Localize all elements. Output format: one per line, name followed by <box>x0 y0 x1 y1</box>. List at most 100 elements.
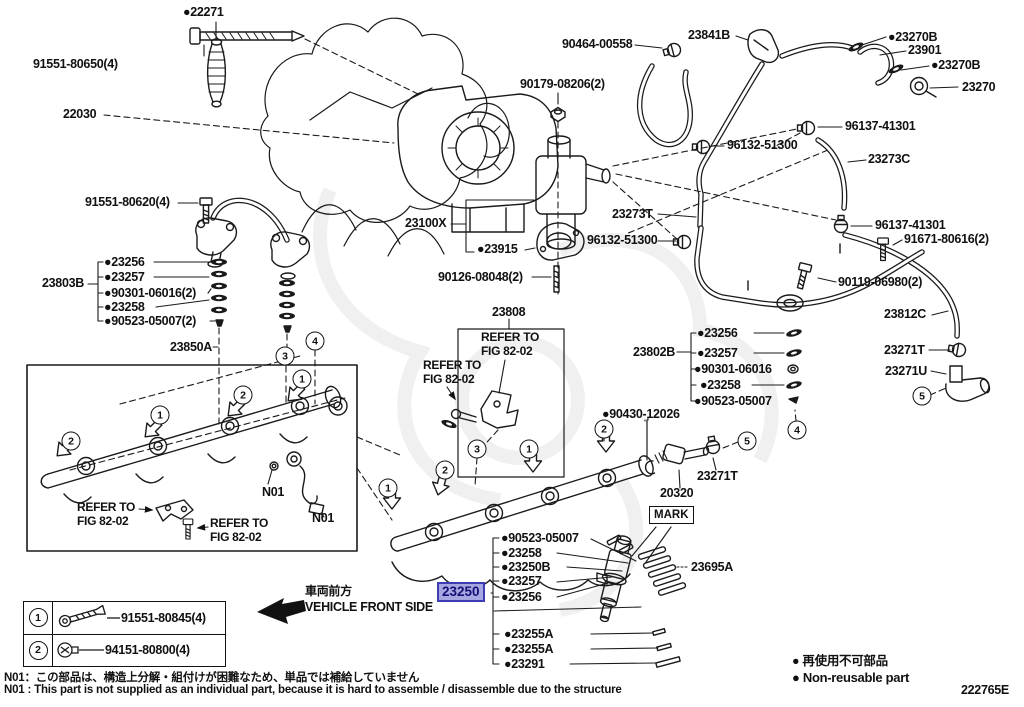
mark-box: MARK <box>649 506 694 524</box>
part-label-91671-80616[interactable]: 91671-80616(2) <box>904 232 989 246</box>
part-label-90126-08048[interactable]: 90126-08048(2) <box>438 270 523 284</box>
part-label-90179-08206[interactable]: 90179-08206(2) <box>520 77 605 91</box>
legend-part-number[interactable]: 91551-80845(4) <box>121 610 206 625</box>
vacuum-hoses-drawing <box>612 29 837 241</box>
doc-code: 222765E <box>961 683 1009 697</box>
callout-1: 1 <box>292 369 312 389</box>
callout-2: 2 <box>233 385 253 405</box>
legend-row-2: 2 94151-80800(4) <box>24 633 225 666</box>
part-label-23291[interactable]: ●23291 <box>504 657 545 671</box>
bolt-icon <box>57 642 104 658</box>
refer-note-1: REFER TO FIG 82-02 <box>481 330 540 358</box>
part-label-23915[interactable]: ●23915 <box>477 242 518 256</box>
part-label-23270[interactable]: 23270 <box>962 80 996 94</box>
engine-outline <box>260 17 510 257</box>
fuel-pipes-right-drawing <box>694 120 991 402</box>
refer-line1: REFER TO <box>481 330 540 344</box>
part-label-96132-51300-2[interactable]: 96132-51300 <box>587 233 658 247</box>
callout-1: 1 <box>150 405 170 425</box>
part-label-22030[interactable]: 22030 <box>63 107 97 121</box>
n01-label-2: N01 <box>312 511 335 525</box>
part-label-23250-item[interactable]: ●23256 <box>501 590 542 604</box>
part-label-91551-80620[interactable]: 91551-80620(4) <box>85 195 170 209</box>
part-label-23273C[interactable]: 23273C <box>868 152 910 166</box>
part-label-23802B-item[interactable]: ●90301-06016 <box>694 362 772 376</box>
throttle-body-drawing <box>103 27 559 233</box>
part-label-22271[interactable]: ●22271 <box>183 5 224 19</box>
part-label-91551-80650[interactable]: 91551-80650(4) <box>33 57 118 71</box>
callout-2: 2 <box>435 460 455 480</box>
delivery-pipe-drawing <box>356 318 654 592</box>
note-jp: N01：この部品は、構造上分解・組付けが困難なため、単品では補給していません <box>4 672 420 684</box>
callout-4: 4 <box>305 331 325 351</box>
part-label-23270B-2[interactable]: ●23270B <box>931 58 981 72</box>
callout-3: 3 <box>467 439 487 459</box>
fuel-hose-23901-drawing <box>779 36 959 98</box>
part-label-23812C[interactable]: 23812C <box>884 307 926 321</box>
callout-2: 2 <box>594 419 614 439</box>
part-label-23803B-item[interactable]: ●23257 <box>104 270 145 284</box>
part-label-23803B[interactable]: 23803B <box>42 276 84 290</box>
part-label-23255A-2[interactable]: ●23255A <box>504 642 554 656</box>
part-label-23273T[interactable]: 23273T <box>612 207 653 221</box>
part-label-23803B-item[interactable]: ●90523-05007(2) <box>104 314 197 328</box>
non-reusable-en: ● Non-reusable part <box>792 670 910 685</box>
n01-label-1: N01 <box>262 485 285 499</box>
part-label-23250-item[interactable]: ●23250B <box>501 560 551 574</box>
part-label-23802B[interactable]: 23802B <box>633 345 675 359</box>
part-label-90119-06980[interactable]: 90119-06980(2) <box>838 275 923 289</box>
part-label-23270B-1[interactable]: ●23270B <box>888 30 938 44</box>
legend-callout-2: 2 <box>28 640 48 660</box>
part-label-23100X[interactable]: 23100X <box>405 216 447 230</box>
refer-line2: FIG 82-02 <box>77 513 129 528</box>
legend-callout-1: 1 <box>28 608 48 628</box>
part-label-23802B-item[interactable]: ●23257 <box>697 346 738 360</box>
part-label-23850A[interactable]: 23850A <box>170 340 212 354</box>
part-label-23841B[interactable]: 23841B <box>688 28 730 42</box>
part-label-23802B-item[interactable]: ●90523-05007 <box>694 394 772 408</box>
part-label-23695A[interactable]: 23695A <box>691 560 733 574</box>
part-label-23271U[interactable]: 23271U <box>885 364 927 378</box>
part-label-23271T-center[interactable]: 23271T <box>697 469 738 483</box>
refer-note-3: REFER TO FIG 82-02 <box>77 500 136 528</box>
part-label-23250-item[interactable]: ●23258 <box>501 546 542 560</box>
part-label-20320[interactable]: 20320 <box>660 486 694 500</box>
part-label-96137-41301-1[interactable]: 96137-41301 <box>845 119 916 133</box>
part-label-96132-51300-1[interactable]: 96132-51300 <box>727 138 798 152</box>
note-en: N01 : This part is not supplied as an in… <box>4 684 622 696</box>
part-label-23250-item[interactable]: ●23257 <box>501 574 542 588</box>
refer-note-2: REFER TO FIG 82-02 <box>423 358 482 386</box>
part-label-23250-item[interactable]: ●90523-05007 <box>501 531 579 545</box>
fuel-pump-assembly-drawing <box>450 92 697 295</box>
refer-line2: FIG 82-02 <box>423 371 475 386</box>
part-label-23802B-item[interactable]: ●23256 <box>697 326 738 340</box>
refer-note-4: REFER TO FIG 82-02 <box>210 516 269 544</box>
part-label-23803B-item[interactable]: ●23258 <box>104 300 145 314</box>
part-label-23271T-right[interactable]: 23271T <box>884 343 925 357</box>
refer-line1: REFER TO <box>77 500 136 514</box>
refer-line1: REFER TO <box>423 358 482 372</box>
bracket-23250 <box>490 417 659 665</box>
callout-1: 1 <box>378 478 398 498</box>
selected-part-label-23250[interactable]: 23250 <box>437 582 485 602</box>
callout-5: 5 <box>912 386 932 406</box>
part-label-90430-12026[interactable]: ●90430-12026 <box>602 407 680 421</box>
part-label-23808[interactable]: 23808 <box>492 305 526 319</box>
part-label-90464-00558[interactable]: 90464-00558 <box>562 37 633 51</box>
part-label-23901[interactable]: 23901 <box>908 43 942 57</box>
callout-2: 2 <box>61 431 81 451</box>
callout-1: 1 <box>519 439 539 459</box>
refer-line2: FIG 82-02 <box>210 529 262 544</box>
part-label-96137-41301-2[interactable]: 96137-41301 <box>875 218 946 232</box>
refer-line1: REFER TO <box>210 516 269 530</box>
part-label-23255A-1[interactable]: ●23255A <box>504 627 554 641</box>
gasket-22271-drawing <box>206 21 227 108</box>
callout-3: 3 <box>275 346 295 366</box>
legend-part-number[interactable]: 94151-80800(4) <box>105 643 190 658</box>
part-label-23803B-item[interactable]: ●23256 <box>104 255 145 269</box>
legend-row-1: 1 91551-80845(4) <box>24 602 225 634</box>
part-label-23803B-item[interactable]: ●90301-06016(2) <box>104 286 197 300</box>
part-label-23802B-item[interactable]: ●23258 <box>700 378 741 392</box>
